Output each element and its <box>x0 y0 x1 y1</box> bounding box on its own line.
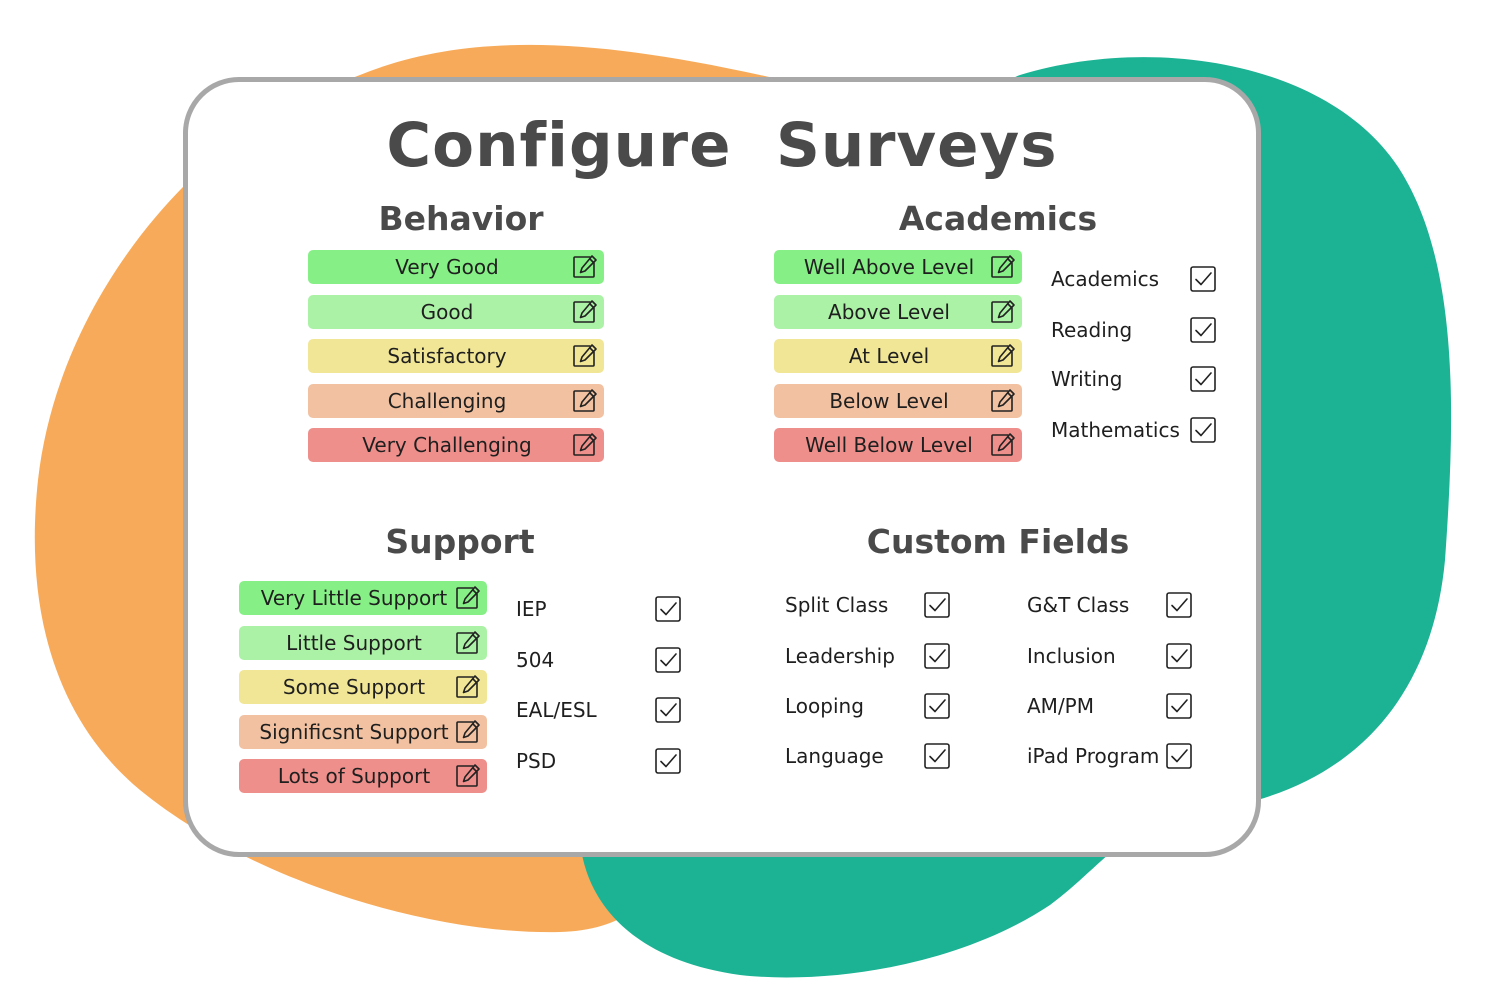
checkbox-label: Split Class <box>785 593 889 617</box>
checkbox-label: Academics <box>1051 267 1160 291</box>
checkbox-checked-icon[interactable] <box>1165 692 1193 720</box>
support-check-row: 504 <box>516 644 684 678</box>
rating-label: Lots of Support <box>277 764 431 788</box>
academics-check-row: Writing <box>1051 363 1219 397</box>
rating-label: Good <box>420 299 474 324</box>
custom-fields-section-title: Custom Fields <box>866 522 1130 561</box>
checkbox-label: Looping <box>785 694 864 718</box>
custom-field-check-row: Leadership <box>785 640 953 674</box>
rating-label: Little Support <box>286 630 422 655</box>
edit-icon[interactable] <box>988 342 1016 370</box>
custom-field-check-row: AM/PM <box>1027 690 1195 724</box>
edit-icon[interactable] <box>988 253 1016 281</box>
support-section-title: Support <box>385 522 535 561</box>
custom-field-check-row: Language <box>785 740 953 774</box>
support-rating-pill[interactable]: Significsnt Support <box>239 714 487 749</box>
checkbox-label: G&T Class <box>1027 593 1130 617</box>
behavior-rating-pill[interactable]: Challenging <box>308 383 604 418</box>
checkbox-label: iPad Program <box>1027 744 1160 768</box>
checkbox-label: Leadership <box>785 644 895 668</box>
support-rating-pill[interactable]: Lots of Support <box>239 759 487 793</box>
academics-rating-pill[interactable]: Below Level <box>774 383 1022 418</box>
behavior-rating-pill[interactable]: Very Good <box>308 250 604 284</box>
checkbox-label: Reading <box>1051 318 1133 342</box>
checkbox-checked-icon[interactable] <box>654 696 682 724</box>
checkbox-checked-icon[interactable] <box>1189 416 1217 444</box>
support-rating-pill[interactable]: Some Support <box>239 670 487 704</box>
academics-rating-pill[interactable]: Well Below Level <box>774 428 1022 462</box>
edit-icon[interactable] <box>570 387 598 415</box>
rating-label: Satisfactory <box>387 344 507 368</box>
behavior-rating-pill[interactable]: Satisfactory <box>308 339 604 373</box>
rating-label: Some Support <box>282 675 426 699</box>
support-rating-pill[interactable]: Little Support <box>239 625 487 660</box>
rating-label: Significsnt Support <box>259 719 449 744</box>
support-rating-pill[interactable]: Very Little Support <box>239 581 487 615</box>
edit-icon[interactable] <box>453 629 481 657</box>
checkbox-checked-icon[interactable] <box>1165 742 1193 770</box>
rating-label: Well Above Level <box>803 255 975 279</box>
edit-icon[interactable] <box>453 673 481 701</box>
checkbox-label: AM/PM <box>1027 694 1094 718</box>
edit-icon[interactable] <box>988 387 1016 415</box>
academics-rating-pill[interactable]: Above Level <box>774 294 1022 329</box>
edit-icon[interactable] <box>570 253 598 281</box>
edit-icon[interactable] <box>988 298 1016 326</box>
checkbox-checked-icon[interactable] <box>923 642 951 670</box>
checkbox-checked-icon[interactable] <box>1189 316 1217 344</box>
rating-label: Below Level <box>829 388 949 413</box>
rating-label: Very Good <box>395 255 499 279</box>
checkbox-label: EAL/ESL <box>516 698 597 722</box>
custom-field-check-row: Split Class <box>785 589 953 623</box>
checkbox-checked-icon[interactable] <box>654 646 682 674</box>
checkbox-label: PSD <box>516 749 557 773</box>
checkbox-label: Mathematics <box>1051 418 1180 442</box>
custom-field-check-row: Inclusion <box>1027 640 1195 674</box>
academics-check-row: Mathematics <box>1051 414 1219 448</box>
checkbox-label: Writing <box>1051 367 1123 391</box>
academics-check-row: Reading <box>1051 314 1219 348</box>
checkbox-checked-icon[interactable] <box>923 692 951 720</box>
rating-label: Challenging <box>387 388 507 413</box>
custom-field-check-row: G&T Class <box>1027 589 1195 623</box>
custom-field-check-row: Looping <box>785 690 953 724</box>
checkbox-checked-icon[interactable] <box>654 595 682 623</box>
support-check-row: EAL/ESL <box>516 694 684 728</box>
checkbox-label: 504 <box>516 648 555 672</box>
checkbox-checked-icon[interactable] <box>1165 642 1193 670</box>
checkbox-checked-icon[interactable] <box>923 742 951 770</box>
academics-rating-pill[interactable]: At Level <box>774 339 1022 373</box>
support-check-row: PSD <box>516 745 684 779</box>
edit-icon[interactable] <box>453 762 481 790</box>
custom-field-check-row: iPad Program <box>1027 740 1195 774</box>
edit-icon[interactable] <box>570 342 598 370</box>
checkbox-checked-icon[interactable] <box>1165 591 1193 619</box>
rating-label: Above Level <box>828 299 950 324</box>
edit-icon[interactable] <box>570 298 598 326</box>
edit-icon[interactable] <box>453 584 481 612</box>
checkbox-checked-icon[interactable] <box>1189 365 1217 393</box>
academics-rating-pill[interactable]: Well Above Level <box>774 250 1022 284</box>
checkbox-checked-icon[interactable] <box>654 747 682 775</box>
checkbox-label: Language <box>785 744 884 768</box>
checkbox-label: IEP <box>516 597 547 621</box>
behavior-section-title: Behavior <box>378 199 544 238</box>
rating-label: At Level <box>848 344 930 368</box>
page-title: Configure Surveys <box>386 110 1058 181</box>
behavior-rating-pill[interactable]: Good <box>308 294 604 329</box>
behavior-rating-pill[interactable]: Very Challenging <box>308 428 604 462</box>
rating-label: Very Little Support <box>260 586 448 610</box>
rating-label: Well Below Level <box>805 433 973 457</box>
academics-section-title: Academics <box>898 199 1098 238</box>
checkbox-checked-icon[interactable] <box>923 591 951 619</box>
edit-icon[interactable] <box>453 718 481 746</box>
checkbox-checked-icon[interactable] <box>1189 265 1217 293</box>
rating-label: Very Challenging <box>362 433 532 457</box>
academics-check-row: Academics <box>1051 263 1219 297</box>
support-check-row: IEP <box>516 593 684 627</box>
edit-icon[interactable] <box>988 431 1016 459</box>
edit-icon[interactable] <box>570 431 598 459</box>
checkbox-label: Inclusion <box>1027 644 1116 668</box>
